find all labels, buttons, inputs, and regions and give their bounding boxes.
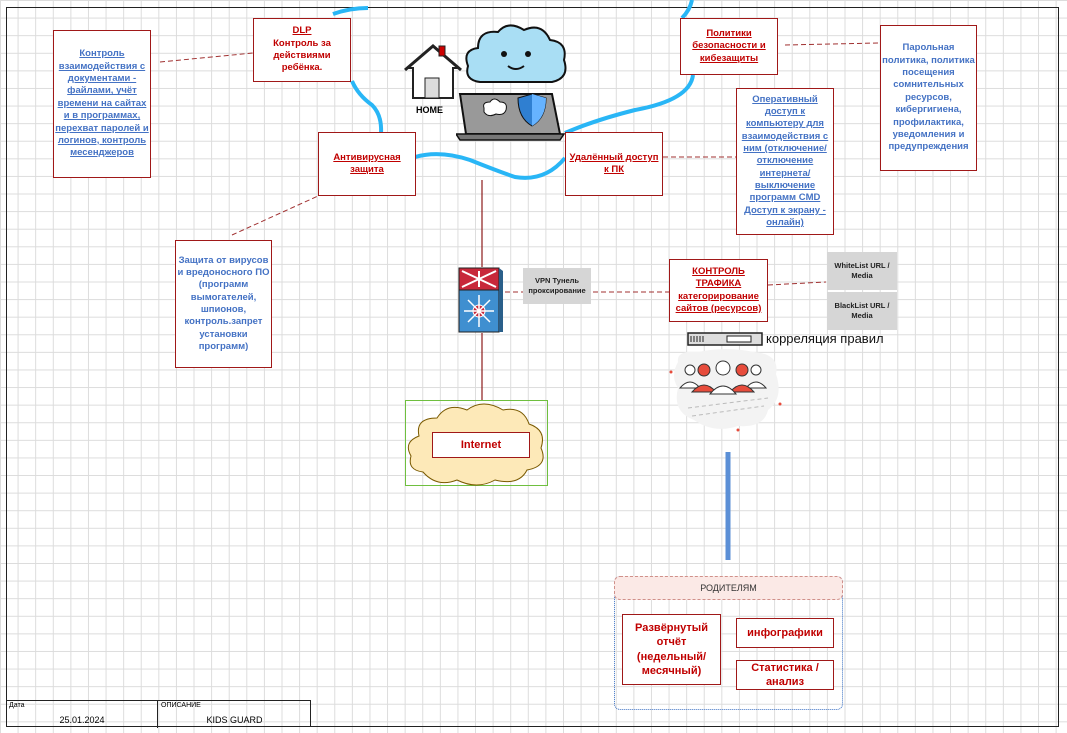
- home-label: HOME: [416, 105, 443, 115]
- node-antivirus: Антивирусная защита: [318, 132, 416, 196]
- dlp-title: DLP: [292, 25, 312, 37]
- remote-text: Удалённый доступ к ПК: [569, 151, 659, 175]
- note-password-policy: Парольная политика, политика посещения с…: [880, 25, 977, 171]
- note-remote-description: Оперативный доступ к компьютеру для взаи…: [736, 88, 834, 235]
- note-docs-text: Контроль взаимодействия с документами - …: [55, 48, 149, 159]
- node-dlp: DLP Контроль за действиями ребёнка.: [253, 18, 351, 82]
- blacklist-box: BlackList URL / Media: [827, 292, 897, 330]
- cloud-icon: [465, 24, 567, 83]
- correlation-label: корреляция правил: [766, 331, 884, 346]
- node-security-policy: Политики безопасности и кибезащиты: [680, 18, 778, 75]
- traffic-title: КОНТРОЛЬ ТРАФИКА: [692, 265, 745, 290]
- internet-text: Internet: [460, 438, 502, 451]
- parents-report: Развёрнутый отчёт (недельный/ месячный): [622, 614, 721, 685]
- vpn-tunnel-box: VPN Тунель проксирование: [523, 268, 591, 304]
- date-label: Дата: [9, 702, 25, 709]
- infographics-text: инфографики: [747, 626, 823, 639]
- title-stamp: Дата 25.01.2024 ОПИСАНИЕ KIDS GUARD: [6, 700, 311, 728]
- virus-note-text: Защита от вирусов и вредоносного ПО (про…: [177, 254, 270, 353]
- people-group-icon: [669, 349, 782, 432]
- parents-stats: Статистика / анализ: [736, 660, 834, 690]
- node-internet: Internet: [432, 432, 530, 458]
- dlp-text: Контроль за действиями ребёнка.: [273, 37, 331, 74]
- date-value: 25.01.2024: [59, 715, 105, 725]
- description-label: ОПИСАНИЕ: [161, 702, 201, 709]
- network-switch-icon: [458, 267, 503, 333]
- remote-desc-text: Оперативный доступ к компьютеру для взаи…: [741, 93, 829, 229]
- drawing-frame: [6, 7, 1059, 727]
- note-docs-control: Контроль взаимодействия с документами - …: [53, 30, 151, 178]
- description-value: KIDS GUARD: [206, 715, 263, 725]
- traffic-text: категорирование сайтов (ресурсов): [675, 290, 762, 314]
- password-policy-text: Парольная политика, политика посещения с…: [882, 42, 975, 153]
- note-virus-protection: Защита от вирусов и вредоносного ПО (про…: [175, 240, 272, 368]
- house-icon: [404, 44, 462, 99]
- antivirus-text: Антивирусная защита: [333, 151, 401, 175]
- server-icon: [687, 332, 763, 346]
- parents-infographics: инфографики: [736, 618, 834, 648]
- node-remote-access: Удалённый доступ к ПК: [565, 132, 663, 196]
- laptop-shield-icon: [456, 93, 566, 141]
- node-traffic-control: КОНТРОЛЬ ТРАФИКА категорирование сайтов …: [669, 259, 768, 322]
- policy-text: Политики безопасности и кибезащиты: [692, 27, 766, 64]
- whitelist-box: WhiteList URL / Media: [827, 252, 897, 290]
- report-text: Развёрнутый отчёт (недельный/ месячный): [635, 621, 708, 677]
- stats-text: Статистика / анализ: [751, 661, 819, 688]
- parents-header: РОДИТЕЛЯМ: [614, 576, 843, 600]
